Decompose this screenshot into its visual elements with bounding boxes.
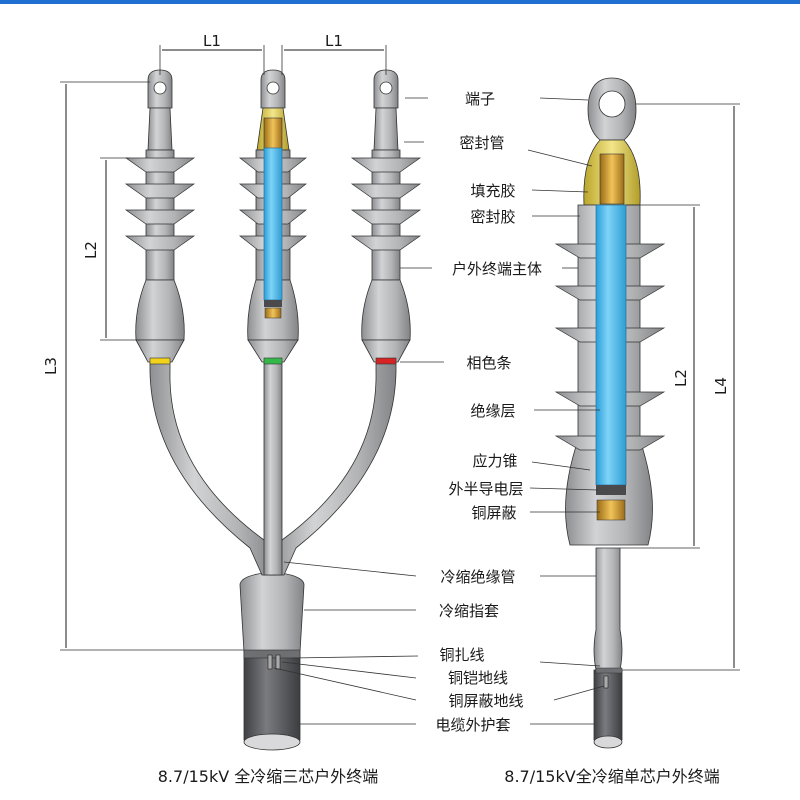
label-shield-ground: 铜屏蔽地线 <box>448 692 523 710</box>
dim-l4: L4 <box>712 377 730 395</box>
dim-l2-three-core: L2 <box>82 241 100 259</box>
label-insulation-layer: 绝缘层 <box>470 402 515 420</box>
left-leg-tube <box>149 359 277 576</box>
single-core-copper-shield <box>596 499 626 521</box>
label-semicon-layer: 外半导电层 <box>448 480 523 498</box>
single-core-tail-tube <box>593 547 623 671</box>
label-outdoor-body: 户外终端主体 <box>452 260 542 278</box>
middle-insulation <box>263 147 283 301</box>
label-cold-shrink-tube: 冷缩绝缘管 <box>440 568 515 586</box>
single-core-dimensions <box>620 103 740 671</box>
right-leg-tube <box>269 359 397 576</box>
phase-color-red <box>375 357 397 365</box>
label-outer-sheath: 电缆外护套 <box>435 716 510 734</box>
leader-lines <box>273 97 605 725</box>
label-sealant: 密封胶 <box>470 208 515 226</box>
three-core-breakout-boot <box>239 571 305 653</box>
phase-color-yellow <box>149 357 171 365</box>
label-stress-cone: 应力锥 <box>472 452 517 470</box>
phase-left <box>124 69 196 365</box>
three-core-dimensions <box>60 45 387 651</box>
label-seal-tube: 密封管 <box>459 134 504 152</box>
label-copper-shield: 铜屏蔽 <box>471 504 516 522</box>
label-copper-binding: 铜扎线 <box>439 646 484 664</box>
label-breakout: 冷缩指套 <box>439 602 499 620</box>
label-filler: 填充胶 <box>470 182 515 200</box>
dim-l1-left: L1 <box>203 32 221 50</box>
dim-l3: L3 <box>42 357 60 375</box>
caption-single-core: 8.7/15kV全冷缩单芯户外终端 <box>504 767 719 786</box>
phase-middle <box>238 69 308 365</box>
caption-three-core: 8.7/15kV 全冷缩三芯户外终端 <box>158 767 379 786</box>
middle-leg-tube <box>263 359 283 576</box>
label-terminal: 端子 <box>465 90 495 108</box>
single-core-termination <box>554 77 740 749</box>
label-phase-strip: 相色条 <box>466 354 511 372</box>
header-bar <box>0 0 800 4</box>
single-core-insulation <box>595 204 627 486</box>
dim-l1-right: L1 <box>325 32 343 50</box>
label-armor-ground: 铜铠地线 <box>448 669 508 687</box>
phase-right <box>350 69 422 365</box>
phase-color-green <box>263 357 283 365</box>
dim-l2-single-core: L2 <box>672 369 690 387</box>
single-core-semicon <box>596 485 626 495</box>
three-core-termination <box>60 45 422 751</box>
